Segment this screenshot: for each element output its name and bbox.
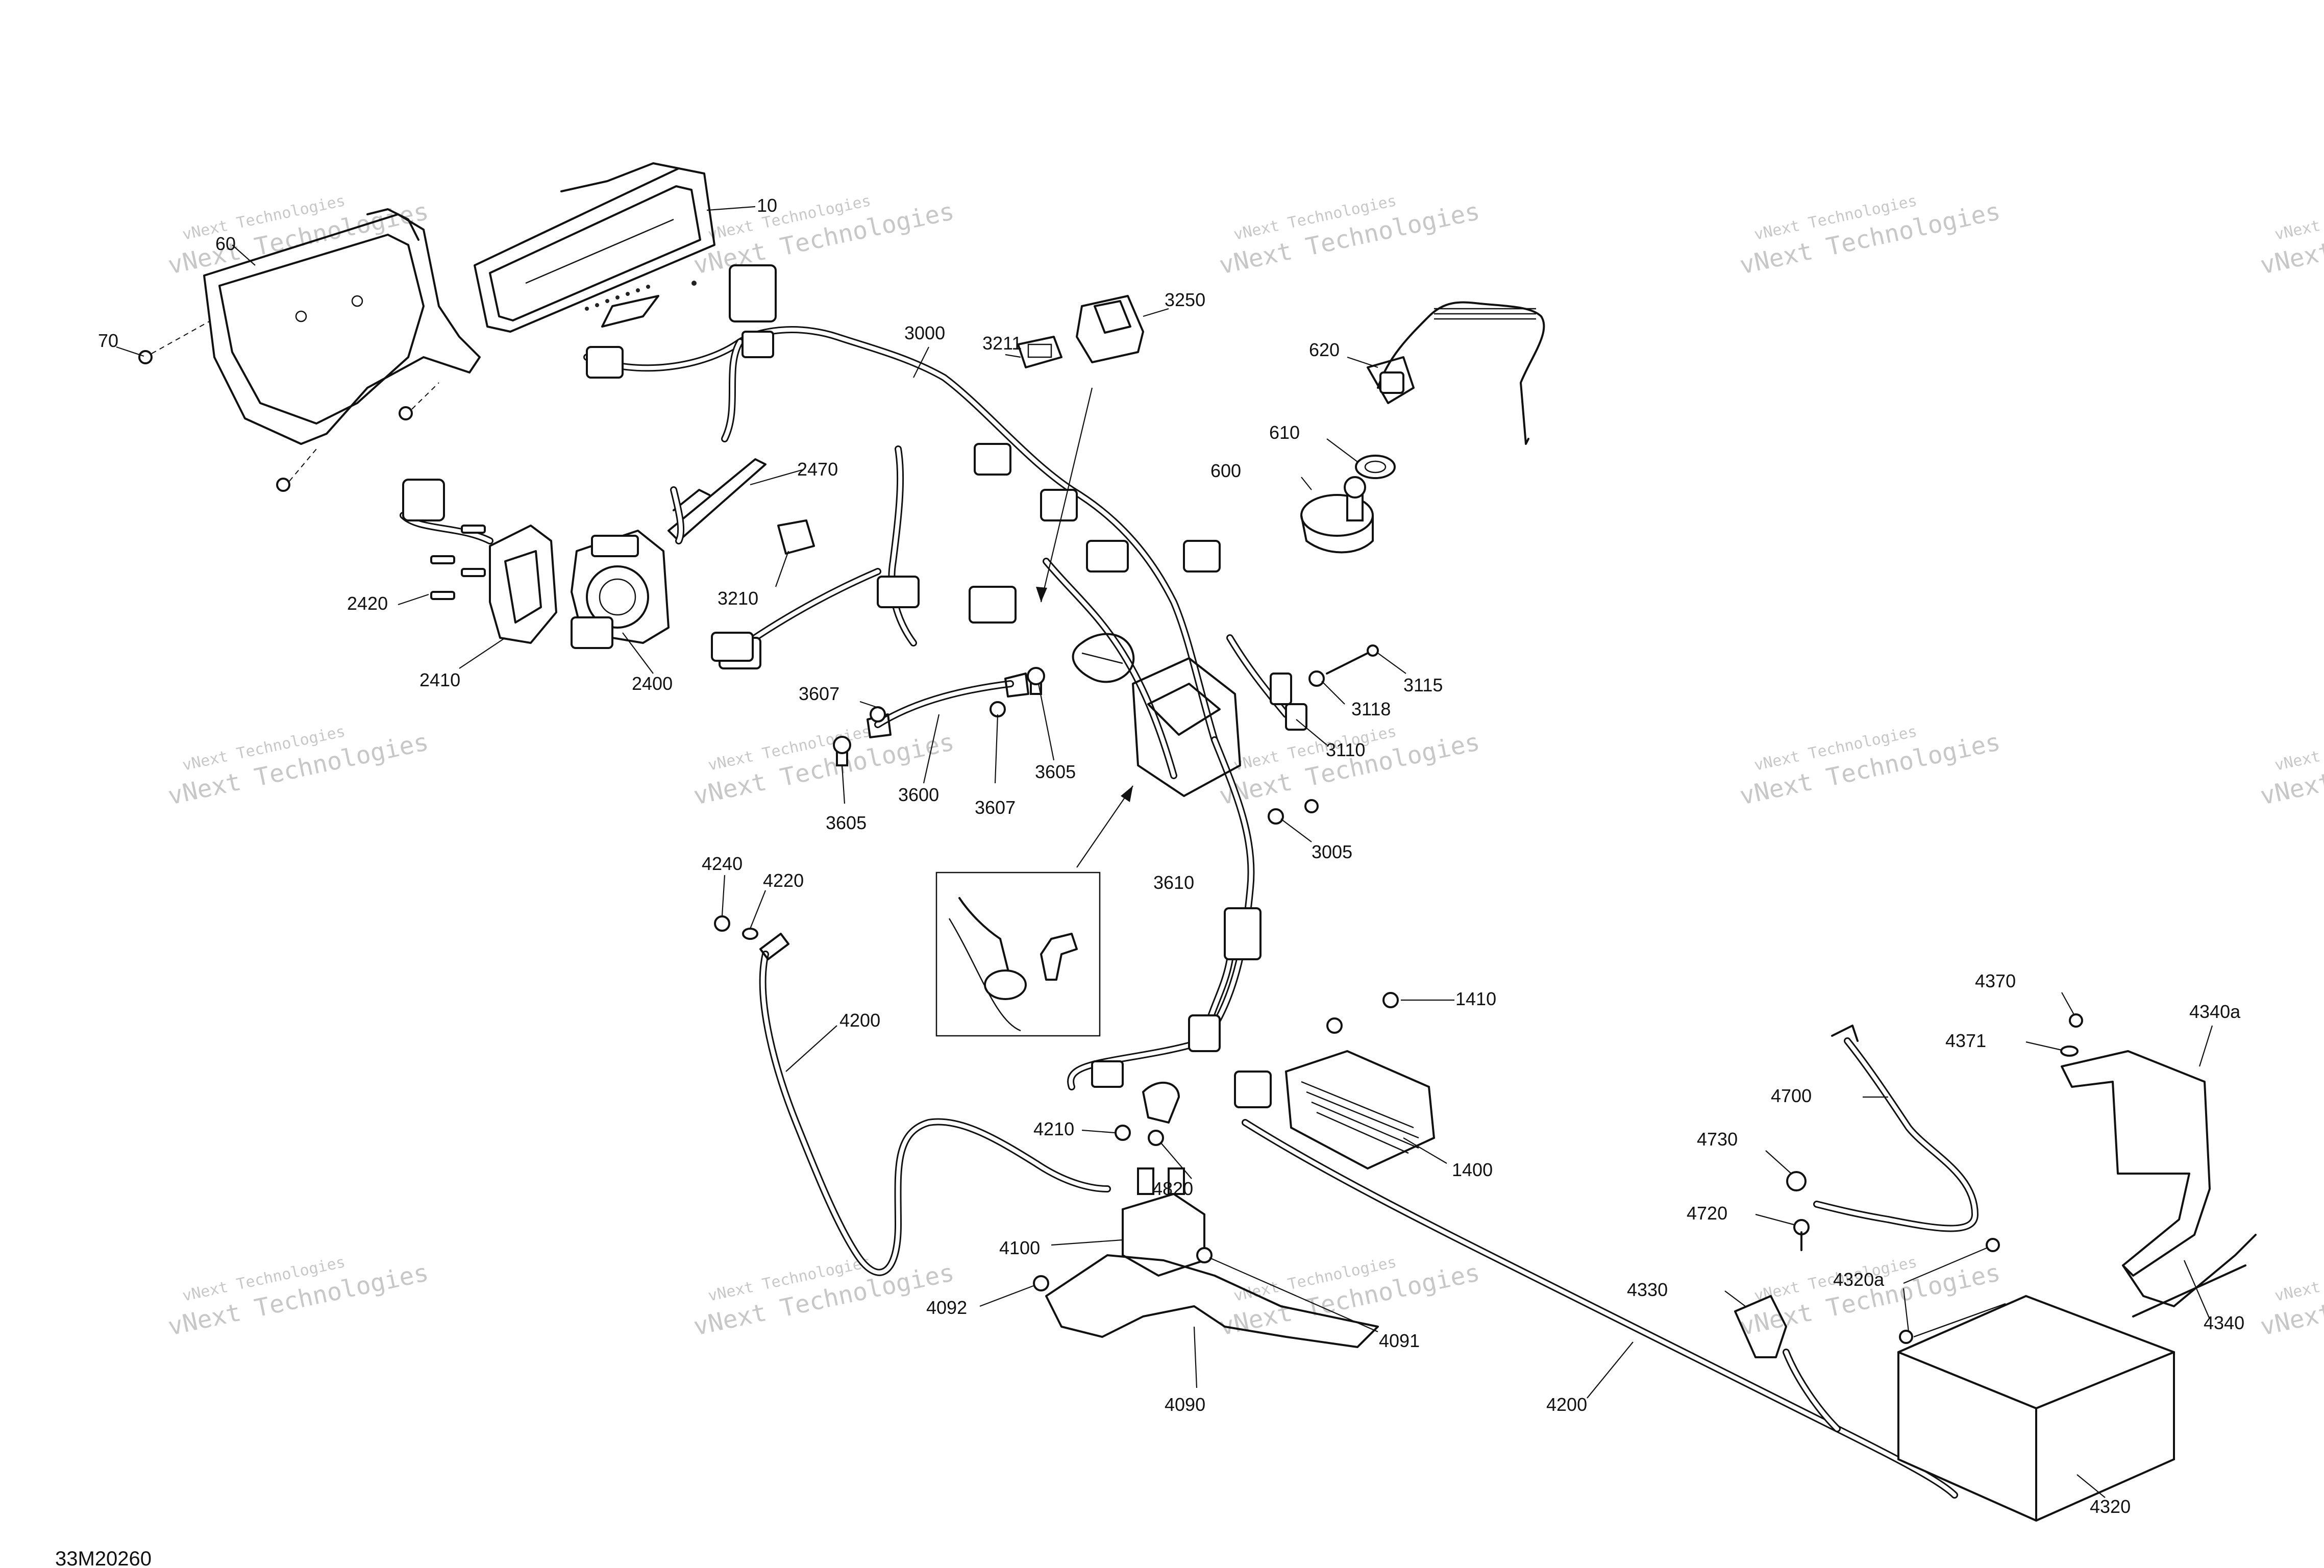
battery-cable-4200b-part <box>1142 1082 1958 1499</box>
leader-lines <box>116 206 2213 1498</box>
callout-3610: 3610 <box>1153 872 1194 893</box>
tether-cord-620-part <box>1367 301 1545 445</box>
solenoid-4100-part <box>1115 1125 1205 1277</box>
watermark: vNext Technologies vNext Technologies <box>691 192 956 280</box>
callout-3250: 3250 <box>1165 289 1205 310</box>
watermark-text: vNext Technologies <box>2273 192 2324 244</box>
callout-4200-left: 4200 <box>839 1010 880 1031</box>
callout-4730: 4730 <box>1697 1129 1738 1150</box>
callout-3605-upper: 3605 <box>1035 761 1076 782</box>
callout-3110: 3110 <box>1326 739 1365 760</box>
callout-2410: 2410 <box>419 669 460 690</box>
watermark: vNext Technologies vNext Technologies <box>1217 192 1482 280</box>
callout-4330: 4330 <box>1627 1279 1668 1300</box>
battery-4320-part <box>1897 1238 2175 1522</box>
callout-1410: 1410 <box>1455 988 1496 1009</box>
callout-4091: 4091 <box>1379 1330 1420 1351</box>
switch-2400-part <box>571 530 670 649</box>
watermark: vNext Technologies vNext Technologies <box>691 1253 956 1341</box>
watermark: vNext Technologies vNext Technologies <box>1737 723 2002 811</box>
voltage-regulator-1400-part <box>1284 992 1436 1170</box>
watermark-text: vNext Technologies <box>2273 723 2324 775</box>
instrument-cluster-part <box>474 162 715 333</box>
callout-2400: 2400 <box>632 673 673 694</box>
watermark: vNext Technologies vNext Technologies <box>1737 192 2002 280</box>
main-harness-part <box>583 264 1272 1108</box>
callout-4700: 4700 <box>1771 1085 1812 1106</box>
battery-cable-4200-part <box>714 915 1111 1276</box>
callout-4340: 4340 <box>2204 1312 2244 1333</box>
watermark: vNext Technologies vNext Technologies <box>165 1253 431 1341</box>
callout-4320: 4320 <box>2090 1496 2131 1517</box>
callout-4720: 4720 <box>1687 1203 1727 1224</box>
watermark: vNext Technologies vNext Technologies <box>2258 1253 2324 1341</box>
connector-3210-part <box>711 519 815 662</box>
ring-610-part <box>1355 455 1396 479</box>
bracket-4340-part <box>2060 1013 2257 1317</box>
callout-620: 620 <box>1309 339 1340 360</box>
callout-3115: 3115 <box>1403 675 1443 695</box>
callout-4240: 4240 <box>702 853 743 874</box>
callout-4320a: 4320a <box>1833 1269 1885 1290</box>
callout-4092: 4092 <box>926 1297 967 1318</box>
switch-housing-2410-part <box>400 479 557 644</box>
callout-4090: 4090 <box>1165 1394 1205 1415</box>
terminal-cover-4330-part <box>1734 1295 1787 1358</box>
callout-4820: 4820 <box>1152 1178 1193 1199</box>
diagram-code: 33M20260 <box>55 1548 152 1568</box>
bezel-screws-part <box>138 321 439 492</box>
callout-4100: 4100 <box>999 1237 1040 1258</box>
watermark: vNext Technologies vNext Technologies <box>2258 192 2324 280</box>
callout-610: 610 <box>1269 422 1300 443</box>
callout-2470: 2470 <box>797 459 838 480</box>
callout-3607-lower: 3607 <box>975 797 1016 818</box>
callout-3118: 3118 <box>1351 699 1391 719</box>
dess-post-600-part <box>1300 476 1374 554</box>
callout-1400: 1400 <box>1452 1159 1493 1180</box>
watermark: vNext Technologies vNext Technologies <box>2258 723 2324 811</box>
callout-600: 600 <box>1210 460 1241 481</box>
inset-detail-3610 <box>935 785 1133 1037</box>
screws-2420-part <box>430 525 486 600</box>
callout-3607-upper: 3607 <box>799 683 839 704</box>
callout-10: 10 <box>757 195 777 216</box>
callout-3605-lower: 3605 <box>826 812 867 833</box>
watermark: vNext Technologies vNext Technologies <box>165 723 431 811</box>
ground-cable-3600-part <box>833 667 1045 766</box>
callout-4370: 4370 <box>1975 970 2016 991</box>
watermark-text: vNext Technologies <box>2273 1253 2324 1305</box>
cable-4700-part <box>1786 1025 1979 1251</box>
watermark-group: vNext Technologies vNext Technologies vN… <box>165 192 2324 1341</box>
callout-4220: 4220 <box>763 870 804 891</box>
connector-3211-part <box>1017 336 1062 368</box>
callout-4340a: 4340a <box>2189 1001 2241 1022</box>
cluster-bezel-part <box>203 208 481 445</box>
watermark: vNext Technologies vNext Technologies <box>165 192 431 280</box>
callout-3000: 3000 <box>904 322 945 343</box>
callout-60: 60 <box>215 233 236 254</box>
callout-3600: 3600 <box>898 784 939 805</box>
cluster-indicators <box>585 281 697 311</box>
callout-labels: 10 60 70 3000 3211 3250 620 610 600 2470… <box>98 195 2244 1517</box>
callout-70: 70 <box>98 330 118 351</box>
parts-3110-3115-part <box>1226 634 1379 825</box>
watermark: vNext Technologies vNext Technologies <box>1217 1253 1482 1341</box>
callout-3210: 3210 <box>718 588 758 609</box>
handlebar-switch-2470-part <box>667 458 767 544</box>
callout-3211: 3211 <box>982 333 1022 354</box>
callout-4371: 4371 <box>1945 1030 1986 1051</box>
callout-3005: 3005 <box>1312 841 1352 862</box>
callout-4210: 4210 <box>1033 1118 1074 1139</box>
callout-2420: 2420 <box>347 593 388 614</box>
bracket-4090-part <box>1033 1247 1379 1348</box>
callout-4200-right: 4200 <box>1546 1394 1587 1415</box>
switch-3250-part <box>1036 295 1144 603</box>
